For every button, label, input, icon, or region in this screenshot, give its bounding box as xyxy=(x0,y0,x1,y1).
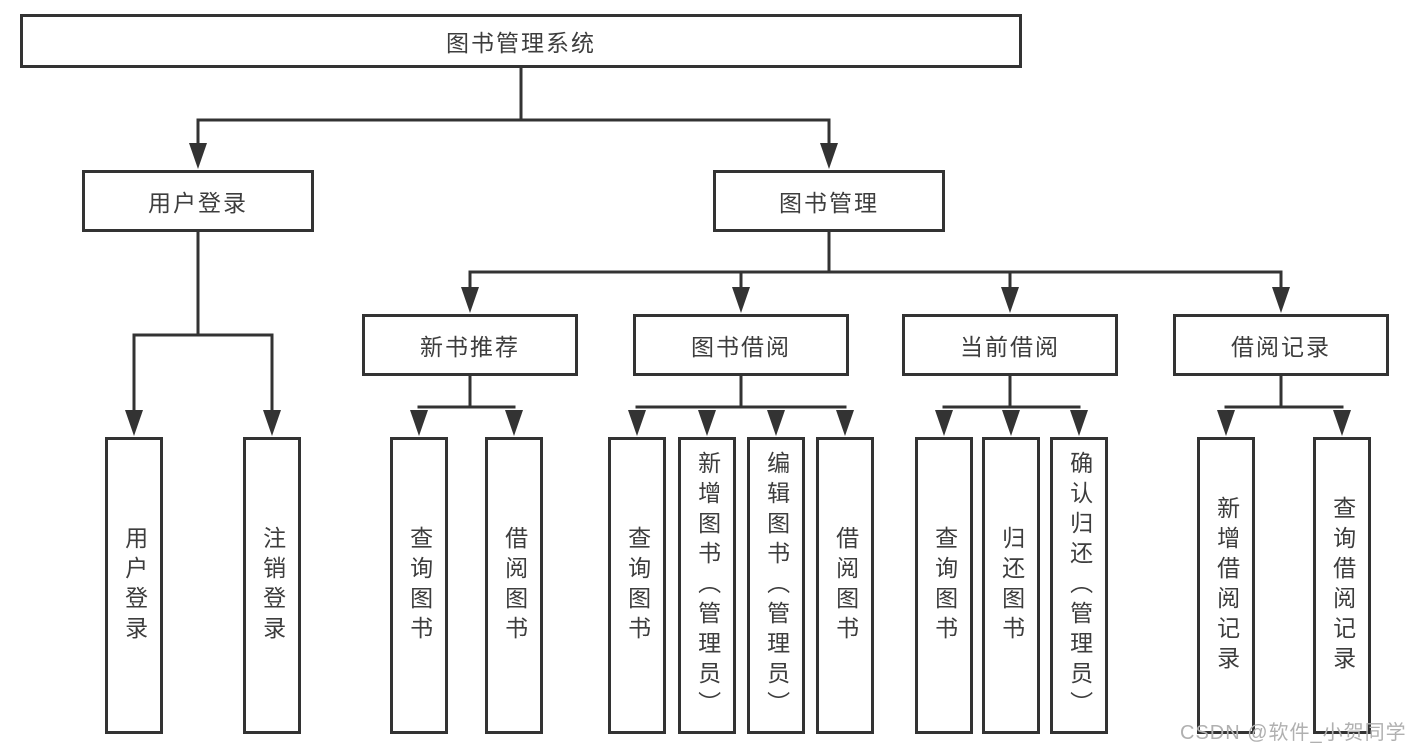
node-root: 图书管理系统 xyxy=(20,14,1022,68)
leaf-borrow-add-books-admin-label: 新增图书（管理员） xyxy=(694,450,721,721)
leaf-borrow-borrow-books-label: 借阅图书 xyxy=(832,525,859,646)
node-current-borrow: 当前借阅 xyxy=(902,314,1118,376)
connector-borrow-to-leaves xyxy=(628,375,854,436)
leaf-current-confirm-return-admin: 确认归还（管理员） xyxy=(1050,437,1108,734)
leaf-records-add-record: 新增借阅记录 xyxy=(1197,437,1255,734)
leaf-borrow-add-books-admin: 新增图书（管理员） xyxy=(678,437,736,734)
node-new-book-recommend: 新书推荐 xyxy=(362,314,578,376)
leaf-borrow-query-books: 查询图书 xyxy=(608,437,666,734)
leaf-borrow-borrow-books: 借阅图书 xyxy=(816,437,874,734)
connector-current-to-leaves xyxy=(935,375,1088,436)
node-book-borrow-label: 图书借阅 xyxy=(691,334,791,360)
leaf-newbook-borrow-books: 借阅图书 xyxy=(485,437,543,734)
leaf-newbook-query-books: 查询图书 xyxy=(390,437,448,734)
node-borrow-records-label: 借阅记录 xyxy=(1231,334,1331,360)
node-user-login-label: 用户登录 xyxy=(148,190,248,216)
node-root-label: 图书管理系统 xyxy=(446,30,596,56)
leaf-current-return-books: 归还图书 xyxy=(982,437,1040,734)
node-current-borrow-label: 当前借阅 xyxy=(960,334,1060,360)
leaf-current-query-books: 查询图书 xyxy=(915,437,973,734)
node-borrow-records: 借阅记录 xyxy=(1173,314,1389,376)
leaf-logout: 注销登录 xyxy=(243,437,301,734)
connector-login-to-leaves xyxy=(125,231,281,436)
leaf-current-query-books-label: 查询图书 xyxy=(931,525,958,646)
leaf-user-login-label: 用户登录 xyxy=(121,525,148,646)
node-book-management-label: 图书管理 xyxy=(779,190,879,216)
node-new-book-recommend-label: 新书推荐 xyxy=(420,334,520,360)
leaf-records-add-record-label: 新增借阅记录 xyxy=(1213,495,1240,676)
connector-root-to-level2 xyxy=(189,66,838,169)
leaf-current-confirm-return-admin-label: 确认归还（管理员） xyxy=(1066,450,1093,721)
connector-management-to-level3 xyxy=(461,231,1290,313)
node-book-borrow: 图书借阅 xyxy=(633,314,849,376)
leaf-user-login: 用户登录 xyxy=(105,437,163,734)
connector-records-to-leaves xyxy=(1217,375,1351,436)
csdn-watermark: CSDN @软件_小贺同学 xyxy=(1180,722,1405,744)
leaf-records-query-record-label: 查询借阅记录 xyxy=(1329,495,1356,676)
leaf-newbook-query-books-label: 查询图书 xyxy=(406,525,433,646)
leaf-records-query-record: 查询借阅记录 xyxy=(1313,437,1371,734)
connector-newbook-to-leaves xyxy=(410,375,523,436)
node-user-login: 用户登录 xyxy=(82,170,314,232)
leaf-logout-label: 注销登录 xyxy=(259,525,286,646)
leaf-borrow-edit-books-admin-label: 编辑图书（管理员） xyxy=(763,450,790,721)
leaf-borrow-edit-books-admin: 编辑图书（管理员） xyxy=(747,437,805,734)
node-book-management: 图书管理 xyxy=(713,170,945,232)
leaf-current-return-books-label: 归还图书 xyxy=(998,525,1025,646)
leaf-borrow-query-books-label: 查询图书 xyxy=(624,525,651,646)
leaf-newbook-borrow-books-label: 借阅图书 xyxy=(501,525,528,646)
